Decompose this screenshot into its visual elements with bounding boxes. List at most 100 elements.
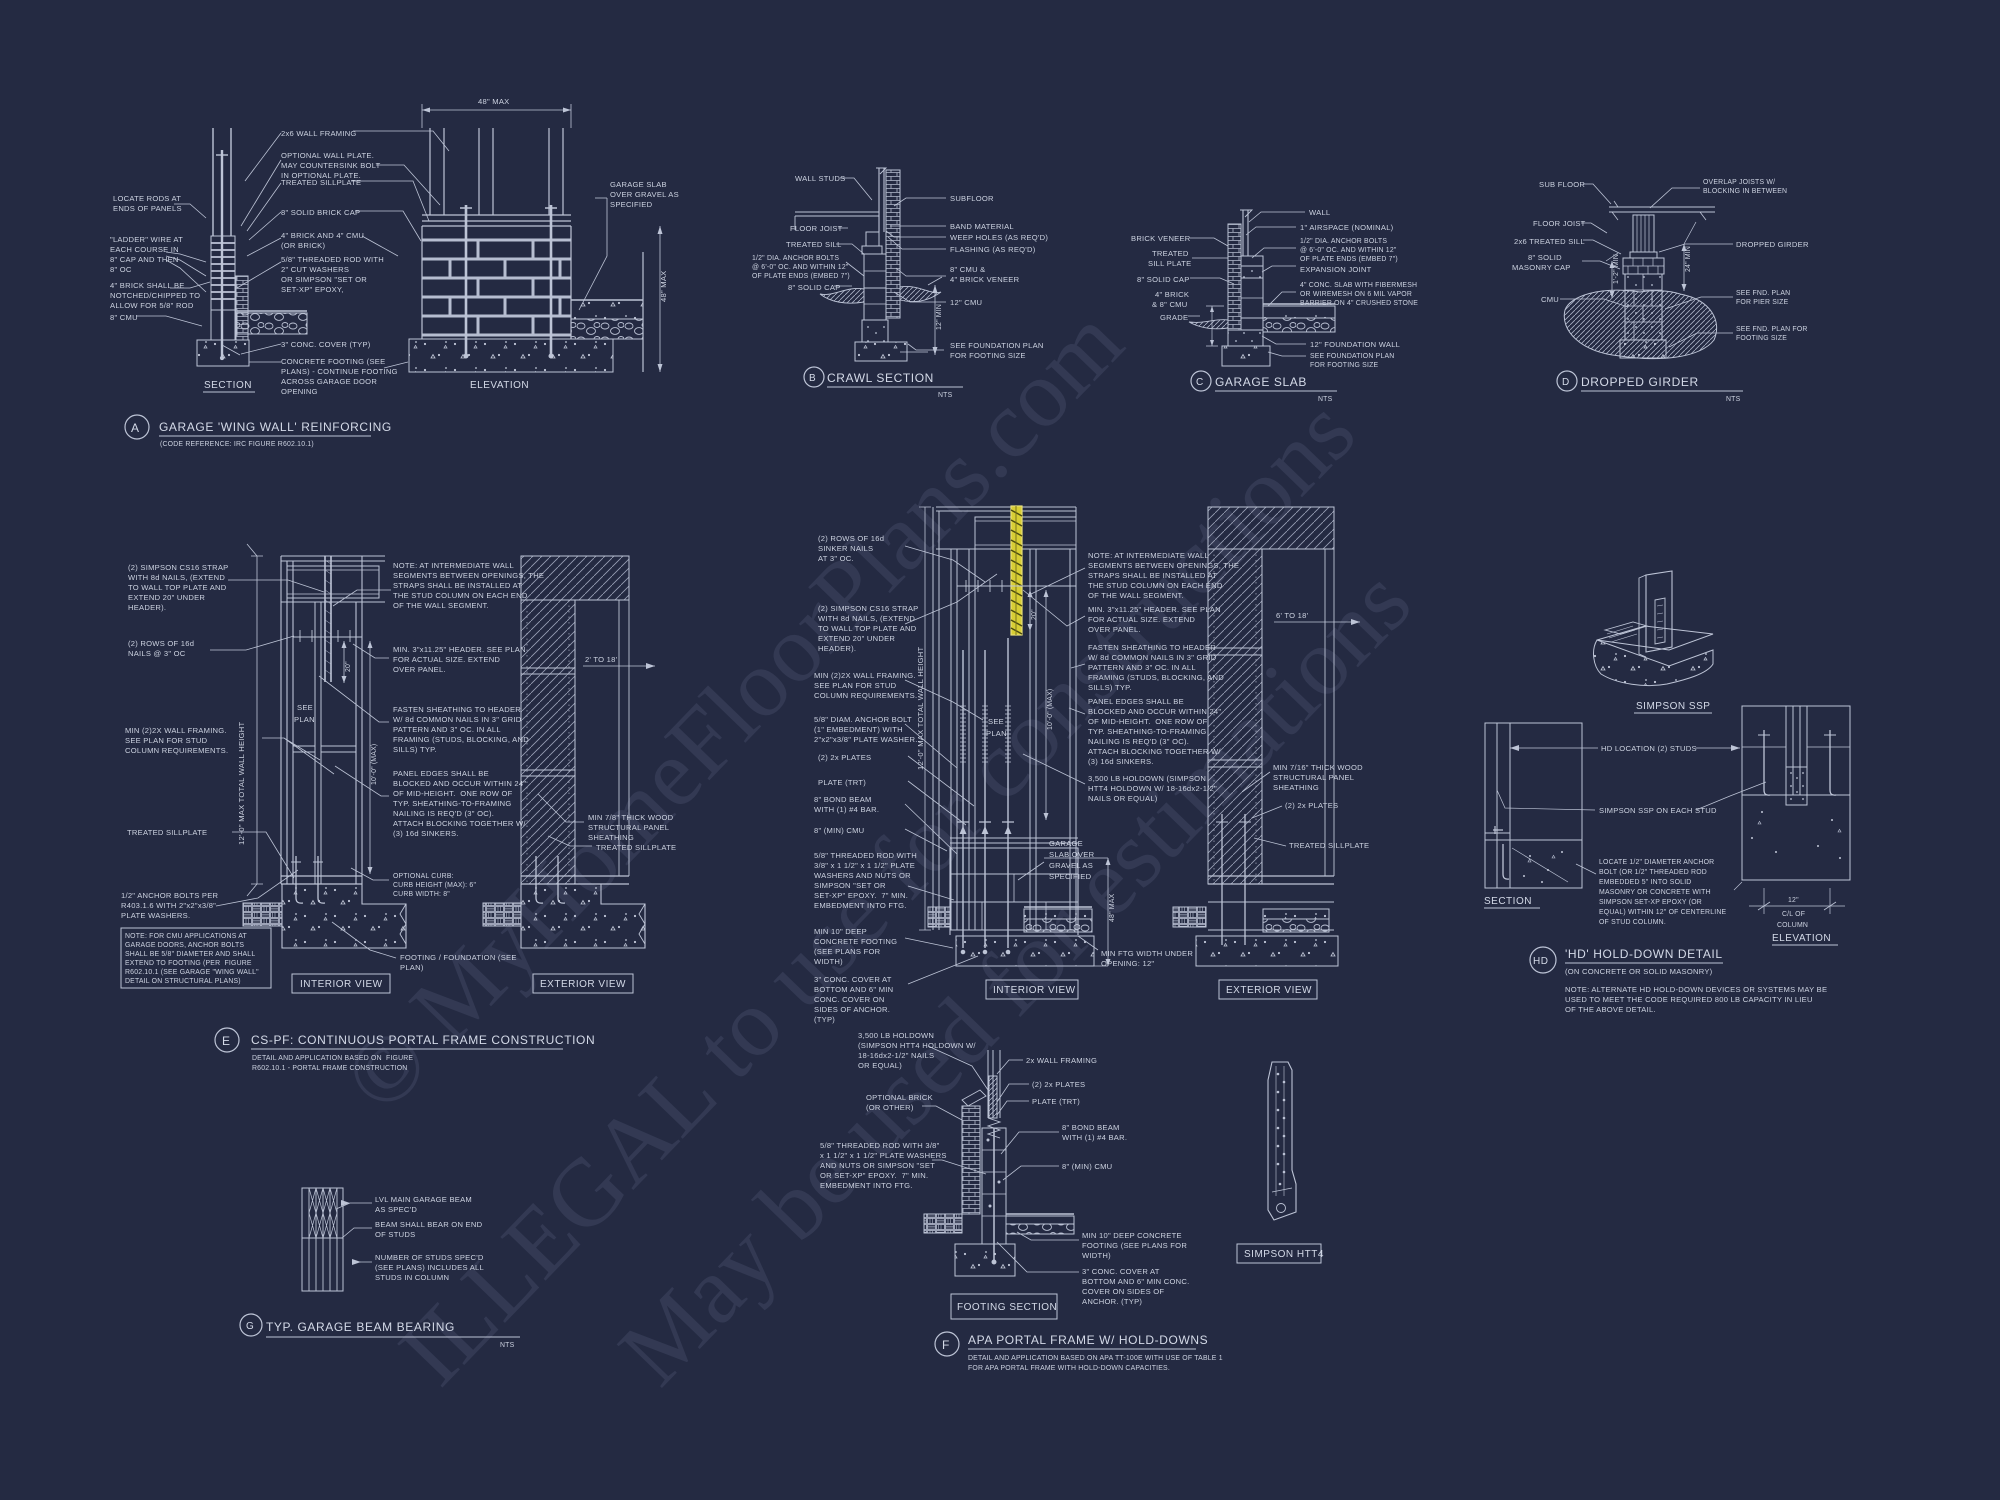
svg-text:TYP. SHEATHING-TO-FRAMING: TYP. SHEATHING-TO-FRAMING [393,799,511,808]
svg-text:HEADER).: HEADER). [818,644,856,653]
svg-text:ENDS OF PANELS: ENDS OF PANELS [113,204,182,213]
svg-text:8" CMU &: 8" CMU & [950,265,986,274]
svg-text:NOTE: FOR CMU APPLICATIONS AT: NOTE: FOR CMU APPLICATIONS AT [125,933,248,940]
svg-text:DETAIL AND APPLICATION BASED O: DETAIL AND APPLICATION BASED ON APA TT-1… [968,1355,1223,1362]
svg-text:WALL: WALL [1309,208,1330,217]
svg-text:R602.10.1 (SEE GARAGE "WING WA: R602.10.1 (SEE GARAGE "WING WALL" [125,969,259,976]
svg-text:10'-0" (MAX): 10'-0" (MAX) [1047,689,1054,730]
svg-text:WITH (1) #4 BAR.: WITH (1) #4 BAR. [814,805,879,814]
svg-text:GARAGE DOORS, ANCHOR BOLTS: GARAGE DOORS, ANCHOR BOLTS [125,942,244,949]
svg-text:SEGMENTS BETWEEN OPENINGS, THE: SEGMENTS BETWEEN OPENINGS, THE [1088,561,1239,570]
svg-text:BEAM SHALL BEAR ON END: BEAM SHALL BEAR ON END [375,1220,483,1229]
svg-text:TYP. GARAGE BEAM BEARING: TYP. GARAGE BEAM BEARING [266,1320,455,1334]
svg-text:12'-0" MAX TOTAL WALL HEIGHT: 12'-0" MAX TOTAL WALL HEIGHT [916,646,925,770]
svg-text:OR EQUAL): OR EQUAL) [858,1061,902,1070]
svg-text:12" MIN: 12" MIN [936,304,943,330]
svg-text:EACH COURSE IN: EACH COURSE IN [110,245,179,254]
svg-text:NOTE: AT INTERMEDIATE WALL: NOTE: AT INTERMEDIATE WALL [393,561,514,570]
svg-text:(OR OTHER): (OR OTHER) [866,1103,914,1112]
svg-text:3" CONC. COVER AT: 3" CONC. COVER AT [1082,1267,1160,1276]
svg-text:WALL STUDS: WALL STUDS [795,174,845,183]
svg-text:NAILS @ 3" OC: NAILS @ 3" OC [128,649,186,658]
svg-text:4" CONC. SLAB WITH FIBERMESH: 4" CONC. SLAB WITH FIBERMESH [1300,282,1417,289]
svg-text:BOTTOM AND 6" MIN CONC.: BOTTOM AND 6" MIN CONC. [1082,1277,1189,1286]
svg-text:MIN (2)2X WALL FRAMING.: MIN (2)2X WALL FRAMING. [125,726,227,735]
svg-text:(SIMPSON HTT4 HOLDOWN W/: (SIMPSON HTT4 HOLDOWN W/ [858,1041,976,1050]
svg-text:OVER PANEL.: OVER PANEL. [393,665,446,674]
svg-text:12" FOUNDATION WALL: 12" FOUNDATION WALL [1310,340,1400,349]
svg-text:3,500 LB HOLDOWN (SIMPSON: 3,500 LB HOLDOWN (SIMPSON [1088,774,1206,783]
svg-text:STRAPS SHALL BE INSTALLED AT: STRAPS SHALL BE INSTALLED AT [393,581,522,590]
svg-text:INTERIOR VIEW: INTERIOR VIEW [993,985,1076,996]
svg-text:APA PORTAL FRAME W/ HOLD-DOWNS: APA PORTAL FRAME W/ HOLD-DOWNS [968,1333,1208,1347]
svg-text:SIMPSON SET-XP EPOXY (OR: SIMPSON SET-XP EPOXY (OR [1599,899,1702,906]
svg-text:SILLS) TYP.: SILLS) TYP. [1088,683,1132,692]
svg-text:1/2" ANCHOR BOLTS PER: 1/2" ANCHOR BOLTS PER [121,891,219,900]
svg-text:OVERLAP JOISTS W/: OVERLAP JOISTS W/ [1703,179,1775,186]
svg-text:6' TO 18': 6' TO 18' [1276,611,1309,620]
svg-text:INTERIOR VIEW: INTERIOR VIEW [300,979,383,990]
svg-text:(2) SIMPSON CS16 STRAP: (2) SIMPSON CS16 STRAP [818,604,918,613]
svg-text:NUMBER OF STUDS SPEC'D: NUMBER OF STUDS SPEC'D [375,1253,484,1262]
svg-text:x 1 1/2" x 1 1/2" PLATE WASHER: x 1 1/2" x 1 1/2" PLATE WASHERS [820,1151,947,1160]
svg-text:MIN 7/16" THICK WOOD: MIN 7/16" THICK WOOD [1273,763,1363,772]
svg-text:LVL MAIN GARAGE BEAM: LVL MAIN GARAGE BEAM [375,1195,472,1204]
svg-text:OR SET-XP" EPOXY. 7" MIN.: OR SET-XP" EPOXY. 7" MIN. [820,1171,928,1180]
svg-text:1/2" DIA. ANCHOR BOLTS: 1/2" DIA. ANCHOR BOLTS [752,255,839,262]
svg-text:8" CMU: 8" CMU [110,313,138,322]
svg-text:HD LOCATION (2) STUDS: HD LOCATION (2) STUDS [1601,744,1697,753]
svg-text:BAND MATERIAL: BAND MATERIAL [950,222,1014,231]
svg-text:MIN 10" DEEP: MIN 10" DEEP [814,927,867,936]
svg-text:NAILS OR EQUAL): NAILS OR EQUAL) [1088,794,1158,803]
svg-text:NTS: NTS [1318,396,1333,403]
svg-text:OF STUD COLUMN.: OF STUD COLUMN. [1599,919,1666,926]
svg-text:SUBFLOOR: SUBFLOOR [950,194,994,203]
svg-text:R602.10.1 - PORTAL FRAME CONST: R602.10.1 - PORTAL FRAME CONSTRUCTION [252,1065,407,1072]
svg-text:CURB WIDTH: 8": CURB WIDTH: 8" [393,891,450,898]
svg-text:FOOTING / FOUNDATION (SEE: FOOTING / FOUNDATION (SEE [400,953,517,962]
svg-text:EXTEND TO FOOTING (PER FIGURE: EXTEND TO FOOTING (PER FIGURE [125,960,252,967]
svg-text:(SEE PLANS FOR: (SEE PLANS FOR [814,947,881,956]
svg-text:PATTERN AND 3" OC. IN ALL: PATTERN AND 3" OC. IN ALL [393,725,501,734]
svg-text:WASHERS AND NUTS OR: WASHERS AND NUTS OR [814,871,911,880]
svg-text:FASTEN SHEATHING TO HEADER: FASTEN SHEATHING TO HEADER [393,705,521,714]
svg-text:(2) ROWS OF 16d: (2) ROWS OF 16d [818,534,884,543]
svg-text:2' TO 18': 2' TO 18' [585,655,618,664]
svg-text:@ 6'-0" OC. AND WITHIN 12": @ 6'-0" OC. AND WITHIN 12" [1300,247,1397,254]
svg-text:WIDTH): WIDTH) [1082,1251,1111,1260]
svg-text:SILL PLATE: SILL PLATE [1148,259,1191,268]
svg-text:& 8" CMU: & 8" CMU [1152,300,1188,309]
svg-text:24" MIN: 24" MIN [1685,246,1692,272]
svg-text:1" AIRSPACE (NOMINAL): 1" AIRSPACE (NOMINAL) [1300,223,1394,232]
svg-text:FOR PIER SIZE: FOR PIER SIZE [1736,299,1789,306]
svg-text:TO WALL TOP PLATE AND: TO WALL TOP PLATE AND [818,624,917,633]
svg-text:SEGMENTS BETWEEN OPENINGS, THE: SEGMENTS BETWEEN OPENINGS, THE [393,571,544,580]
svg-text:MASONRY OR CONCRETE WITH: MASONRY OR CONCRETE WITH [1599,889,1711,896]
svg-text:OF MID-HEIGHT. ONE ROW OF: OF MID-HEIGHT. ONE ROW OF [393,789,513,798]
svg-text:8" (MIN) CMU: 8" (MIN) CMU [1062,1162,1112,1171]
svg-text:(2) ROWS OF 16d: (2) ROWS OF 16d [128,639,194,648]
svg-text:5/8" DIAM. ANCHOR BOLT: 5/8" DIAM. ANCHOR BOLT [814,715,912,724]
svg-text:MIN. 3"x11.25" HEADER. SEE PLA: MIN. 3"x11.25" HEADER. SEE PLAN [1088,605,1221,614]
svg-text:USED TO MEET THE CODE REQUIRED: USED TO MEET THE CODE REQUIRED 800 LB CA… [1565,995,1813,1004]
svg-text:2" CUT WASHERS: 2" CUT WASHERS [281,265,349,274]
svg-text:TREATED SILLPLATE: TREATED SILLPLATE [1289,841,1369,850]
svg-text:20": 20" [345,661,352,672]
svg-text:PLAN): PLAN) [400,963,424,972]
svg-text:BARRIER ON 4" CRUSHED STONE: BARRIER ON 4" CRUSHED STONE [1300,300,1418,307]
svg-text:OR SIMPSON "SET OR: OR SIMPSON "SET OR [281,275,367,284]
svg-text:PLAN: PLAN [986,729,1007,738]
svg-text:WITH (1) #4 BAR.: WITH (1) #4 BAR. [1062,1133,1127,1142]
svg-text:OF MID-HEIGHT. ONE ROW OF: OF MID-HEIGHT. ONE ROW OF [1088,717,1208,726]
svg-text:OF STUDS: OF STUDS [375,1230,415,1239]
svg-text:COLUMN REQUIREMENTS.: COLUMN REQUIREMENTS. [125,746,228,755]
svg-text:18-16dx2-1/2" NAILS: 18-16dx2-1/2" NAILS [858,1051,934,1060]
svg-text:BRICK VENEER: BRICK VENEER [1131,234,1191,243]
svg-text:(ON CONCRETE OR SOLID MASONRY): (ON CONCRETE OR SOLID MASONRY) [1565,967,1713,976]
svg-text:SECTION: SECTION [1484,896,1532,907]
svg-text:GARAGE SLAB: GARAGE SLAB [610,180,667,189]
svg-text:SEE FOUNDATION PLAN: SEE FOUNDATION PLAN [1310,353,1394,360]
svg-text:OPTIONAL CURB:: OPTIONAL CURB: [393,873,454,880]
svg-text:3/8" x 1 1/2" x 1 1/2" PLATE: 3/8" x 1 1/2" x 1 1/2" PLATE [814,861,915,870]
svg-text:HTT4 HOLDOWN W/ 18-16dx2-1/2": HTT4 HOLDOWN W/ 18-16dx2-1/2" [1088,784,1217,793]
